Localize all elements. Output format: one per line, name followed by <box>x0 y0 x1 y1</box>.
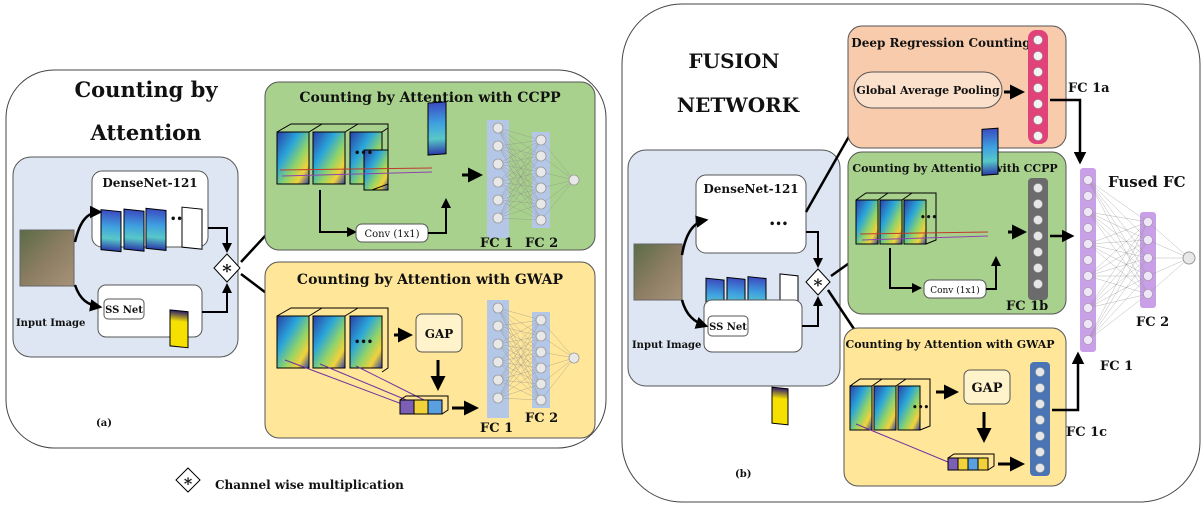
fc1a-nodes-b <box>1033 35 1043 141</box>
legend-symbol: * <box>184 474 193 493</box>
input-label-a: Input Image <box>16 318 85 329</box>
fused-fc1-nodes-b <box>1083 175 1093 345</box>
caption-b: (b) <box>735 469 751 480</box>
svg-text:•••: ••• <box>354 148 373 159</box>
legend-label: Channel wise multiplication <box>215 478 404 492</box>
ccpp-feature-stack-a: ••• <box>276 123 433 191</box>
ccpp-title-b: Counting by Attention with CCPP <box>852 162 1057 175</box>
fc1b-nodes-b <box>1033 183 1043 289</box>
ssnet-label-a: SS Net <box>105 305 143 316</box>
fc2-label-ccpp-a: FC 2 <box>525 236 558 251</box>
fc2-bar-gwap-a <box>532 312 550 408</box>
ssnet-map-a <box>169 309 189 349</box>
input-image-a <box>19 229 75 287</box>
gap-long-box-b <box>853 71 1003 109</box>
fused-label-b: Fused FC <box>1108 173 1186 191</box>
legend-diamond <box>175 467 201 493</box>
fused-fc2-nodes-b <box>1143 217 1153 299</box>
fc2-bar-ccpp-a <box>532 132 550 228</box>
fc1-label-ccpp-a: FC 1 <box>480 236 513 251</box>
multiply-symbol-a: * <box>222 261 232 282</box>
fused-fc1-label-b: FC 1 <box>1100 359 1133 374</box>
fc-network-gwap-a <box>497 307 575 401</box>
fc1-label-gwap-a: FC 1 <box>480 421 513 436</box>
panel-b-title-2: NETWORK <box>677 93 800 117</box>
gwap-title-a: Counting by Attention with GWAP <box>297 272 564 288</box>
fc-network-ccpp-a <box>497 127 575 221</box>
multiply-diamond-b <box>805 268 831 296</box>
fc-nodes-ccpp-a <box>492 122 580 226</box>
fc1a-label-b: FC 1a <box>1068 81 1110 96</box>
panel-a-title-1: Counting by <box>74 77 218 102</box>
gap-label-b: GAP <box>972 381 1003 396</box>
gwap-feature-stack-b: ••• <box>849 378 949 463</box>
fc1c-label-b: FC 1c <box>1066 425 1107 440</box>
gap-box-b <box>963 369 1011 405</box>
panel-b-title-1: FUSION <box>688 49 779 73</box>
ssnet-map-b <box>771 386 789 426</box>
ccpp-feature-stack-b: ••• <box>855 192 989 245</box>
densenet-label-b: DenseNet-121 <box>703 182 798 196</box>
multiply-symbol-b: * <box>814 276 823 296</box>
fused-network-b <box>1087 179 1190 341</box>
ssnet-label-b: SS Net <box>709 322 747 333</box>
gap-long-label-b: Global Average Pooling <box>856 84 1000 97</box>
ccpp-attention-map-a <box>427 101 447 156</box>
multiply-diamond-a <box>213 253 241 283</box>
gwap-title-b: Counting by Attention with GWAP <box>845 338 1054 351</box>
fc1b-label-b: FC 1b <box>1006 299 1048 314</box>
gap-label-a: GAP <box>425 327 454 341</box>
gwap-weight-block-a <box>399 395 449 415</box>
panel-a-title-2: Attention <box>90 120 202 145</box>
svg-text:•••: ••• <box>354 337 373 348</box>
svg-text:•••: ••• <box>920 213 937 223</box>
input-label-b: Input Image <box>632 340 701 351</box>
gwap-feature-stack-a: ••• <box>276 307 429 405</box>
ccpp-title-a: Counting by Attention with CCPP <box>299 90 561 106</box>
gap-box-a <box>415 313 463 353</box>
input-image-b <box>633 243 683 301</box>
densenet-label-a: DenseNet-121 <box>102 176 197 190</box>
fused-fc2-label-b: FC 2 <box>1136 315 1169 330</box>
caption-a: (a) <box>96 418 112 429</box>
svg-text:•••: ••• <box>769 219 788 230</box>
svg-text:•••: ••• <box>912 403 929 413</box>
densenet-box-b <box>695 174 807 254</box>
gwap-panel-b <box>843 327 1067 487</box>
ssnet-label-box-a <box>103 298 145 320</box>
drc-title-b: Deep Regression Counting <box>851 36 1031 50</box>
densenet-feature-maps-a: ••• <box>100 206 203 253</box>
svg-text:•••: ••• <box>170 214 189 225</box>
conv-label-a: Conv (1x1) <box>364 229 419 240</box>
fc2-label-gwap-a: FC 2 <box>525 411 558 426</box>
gwap-weight-block-b <box>947 453 995 471</box>
ccpp-attention-map-b <box>981 127 999 176</box>
fused-output-node-b <box>1182 251 1196 265</box>
fc1c-nodes-b <box>1035 367 1045 473</box>
conv-label-b: Conv (1x1) <box>930 285 980 296</box>
fc-nodes-gwap-a <box>492 302 580 406</box>
